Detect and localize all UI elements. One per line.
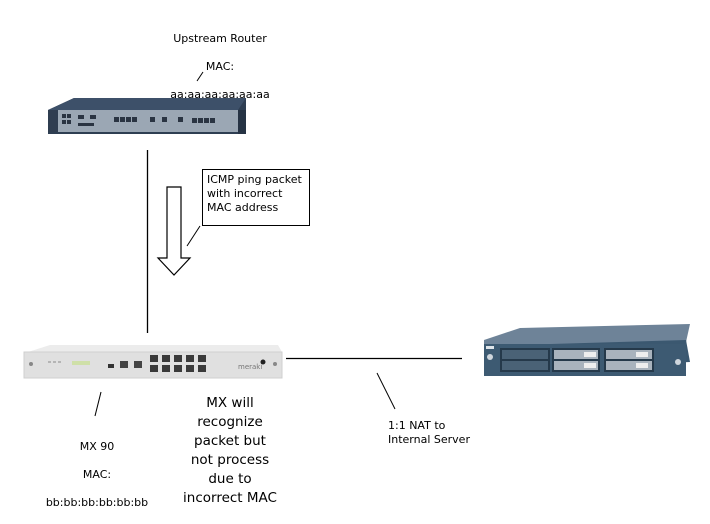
mx-label-pointer — [94, 391, 102, 417]
internal-server-icon — [484, 324, 690, 376]
upstream-router-label: Upstream Router MAC: aa:aa:aa:aa:aa:aa — [150, 18, 290, 116]
upstream-router-icon — [48, 98, 246, 134]
mx90-label: MX 90 MAC: bb:bb:bb:bb:bb:bb — [22, 426, 172, 524]
callout-pointer — [186, 225, 201, 247]
mx90-mac-label: MAC: — [82, 468, 112, 481]
mx90-mac: bb:bb:bb:bb:bb:bb — [45, 496, 149, 509]
packet-direction-arrow — [156, 186, 192, 276]
mx-processing-note: MX will recognize packet but not process… — [183, 395, 277, 506]
upstream-router-name: Upstream Router — [173, 32, 267, 45]
upstream-router-mac-label: MAC: — [205, 60, 235, 73]
upstream-router-mac: aa:aa:aa:aa:aa:aa — [170, 88, 270, 101]
nat-label-pointer — [376, 372, 396, 410]
meraki-brand-text: meraki — [238, 363, 262, 371]
router-label-pointer — [196, 71, 204, 82]
icmp-packet-callout: ICMP ping packet with incorrect MAC addr… — [202, 169, 310, 226]
mx90-name: MX 90 — [79, 440, 115, 453]
nat-label: 1:1 NAT to Internal Server — [388, 419, 470, 446]
mx90-appliance-icon: meraki — [23, 345, 283, 379]
